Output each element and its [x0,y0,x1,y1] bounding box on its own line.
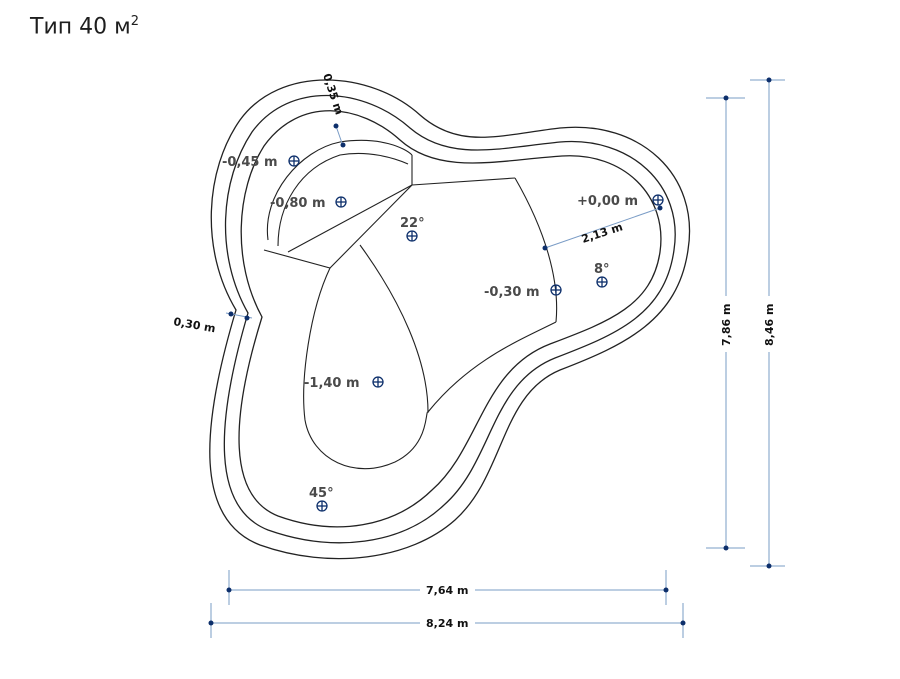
title-superscript: 2 [130,14,139,29]
outer-height-label: 8,46 m [763,304,776,346]
shelf-division-line [514,177,558,323]
depth-label-045: -0,45 m [222,155,278,170]
shelf-front-edge [263,155,413,269]
wall-top-label: 0,35 m [320,72,345,116]
inner-width-dot-a [226,587,232,593]
outer-height-dot-b [766,563,772,569]
wall-top-dot-b [340,142,346,148]
outer-width-dot-a [208,620,214,626]
wall-left-label: 0,30 m [172,315,216,335]
wall-left-dot-a [228,311,234,317]
deep-zone-edge [303,244,429,470]
diagram-title: Тип 40 м2 [30,14,139,39]
upper-shelf-edge [266,139,413,241]
inner-height-dot-a [723,95,729,101]
wall-left-dot-b [244,315,250,321]
outer-rim [209,79,691,560]
inner-height-label: 7,86 m [720,304,733,346]
shelf-width-dot-a [542,245,548,251]
depth-label-140: -1,40 m [304,376,360,391]
depth-label-030: -0,30 m [484,285,540,300]
depth-label-000: +0,00 m [577,194,638,209]
outer-width-label: 8,24 m [426,617,468,630]
shelf-step-line [287,184,413,253]
inner-rim [238,110,662,528]
inner-width-dot-b [663,587,669,593]
inner-height-dot-b [723,545,729,551]
middle-rim [223,94,676,544]
title-text: Тип 40 м [30,14,131,40]
wall-top-dim [335,125,344,147]
slope-label-22: 22° [400,216,425,231]
outer-height-dot-a [766,77,772,83]
slope-label-45: 45° [309,486,334,501]
wall-top-dot-a [333,123,339,129]
depth-label-080: -0,80 m [270,196,326,211]
shelf-width-dim [544,207,661,249]
right-basin-edge [427,321,557,413]
slope-label-8: 8° [594,262,610,277]
inner-width-label: 7,64 m [426,584,468,597]
shelf-back-line [411,177,516,186]
outer-width-dot-b [680,620,686,626]
shelf-step-edge [277,152,409,247]
shelf-width-label: 2,13 m [580,220,624,245]
shelf-width-dot-b [657,205,663,211]
